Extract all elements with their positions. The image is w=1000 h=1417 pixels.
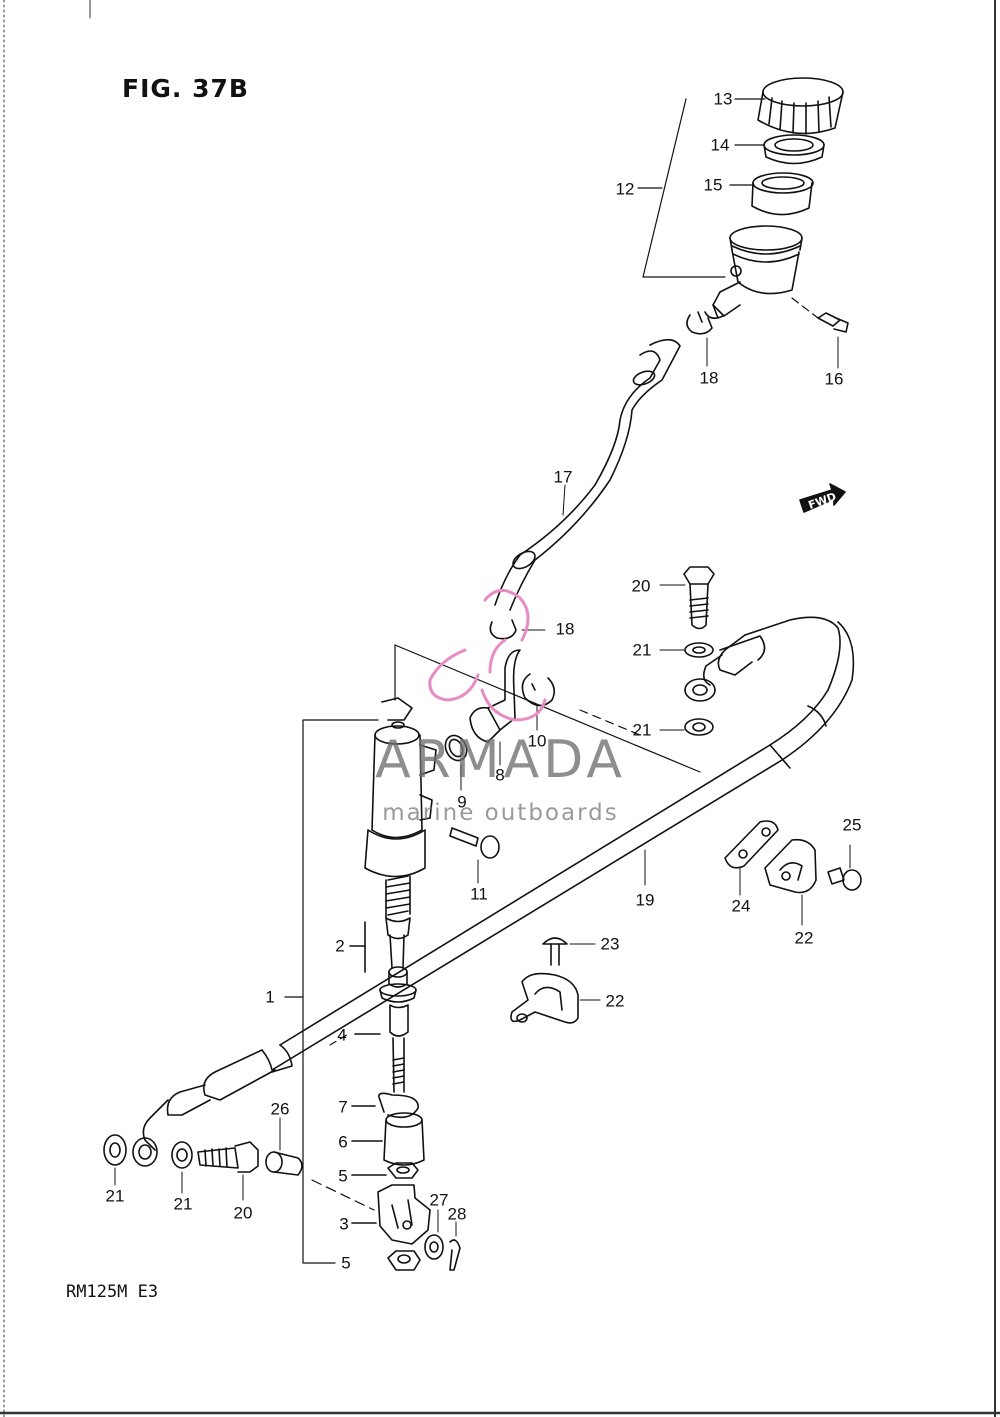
screw-23	[542, 937, 596, 966]
reservoir-body-12	[704, 225, 803, 320]
washer-21-left-a	[103, 1134, 127, 1186]
washer-21-right-lower	[659, 718, 714, 736]
callout-21-left-a: 21	[105, 1186, 125, 1206]
callout-9: 9	[457, 792, 467, 812]
reservoir-hose-17	[494, 338, 681, 611]
circlip-7	[351, 1092, 419, 1119]
screw-25	[827, 844, 862, 891]
model-code: RM125M E3	[66, 1282, 159, 1302]
cup-seal	[379, 966, 417, 1003]
callout-26: 26	[270, 1099, 290, 1119]
callout-21-right-upper: 21	[632, 640, 652, 660]
callout-12: 12	[615, 179, 635, 199]
master-cylinder-outline-bracket	[284, 644, 701, 1264]
piston-2	[349, 917, 411, 973]
diaphragm-15	[751, 172, 814, 216]
hose-guide-22-right	[764, 838, 817, 926]
callout-6: 6	[338, 1132, 348, 1152]
fwd-arrow: FWD	[799, 483, 846, 513]
callout-21-right-lower: 21	[632, 720, 652, 740]
callout-13: 13	[713, 89, 733, 109]
callout-17: 17	[553, 467, 573, 487]
watermark-logo-mark	[428, 589, 547, 722]
clevis-pin-26	[265, 1117, 303, 1176]
callout-15: 15	[703, 175, 723, 195]
callout-4: 4	[337, 1025, 347, 1045]
brake-hose-19	[132, 616, 855, 1167]
callout-14: 14	[710, 135, 730, 155]
cotter-pin-28	[449, 1221, 461, 1271]
hose-guide-22-center	[510, 972, 601, 1024]
callout-24: 24	[731, 896, 751, 916]
union-bolt-20-upper	[659, 566, 715, 630]
callout-3: 3	[339, 1214, 349, 1234]
push-rod-4	[354, 1004, 409, 1093]
watermark-tagline: marine outboards	[382, 800, 619, 826]
hose-clamp-18-lower	[489, 619, 546, 640]
washer-21-left-b	[171, 1141, 193, 1194]
reservoir-bracket-lines	[637, 98, 819, 319]
callout-28: 28	[447, 1204, 467, 1224]
callout-2: 2	[335, 936, 345, 956]
washer-27	[424, 1209, 444, 1260]
hose-clamp-18-upper	[686, 311, 713, 367]
callout-20-upper: 20	[631, 576, 651, 596]
callout-11: 11	[470, 884, 488, 904]
nut-5-lower	[387, 1250, 421, 1271]
o-ring-9	[444, 734, 468, 791]
callout-19: 19	[635, 890, 655, 910]
nut-5-upper	[351, 1162, 419, 1179]
callout-21-left-b: 21	[173, 1194, 193, 1214]
callout-20-lower: 20	[233, 1203, 253, 1223]
callout-5-lower: 5	[341, 1253, 351, 1273]
callout-22-right: 22	[794, 928, 814, 948]
spring	[385, 875, 411, 919]
callout-16: 16	[824, 369, 844, 389]
callout-22-center: 22	[605, 991, 625, 1011]
union-fitting-8	[469, 649, 521, 766]
diaphragm-plate-14	[763, 134, 825, 165]
callout-23: 23	[600, 934, 620, 954]
master-cylinder-body-1	[364, 697, 437, 878]
watermark-brand: ARMADA	[375, 730, 626, 790]
union-bolt-20-lower	[197, 1141, 259, 1201]
callout-5-upper: 5	[338, 1166, 348, 1186]
callout-8: 8	[495, 765, 505, 785]
clevis-3	[311, 1179, 431, 1245]
boot-6	[351, 1112, 425, 1166]
callout-7: 7	[338, 1097, 348, 1117]
callout-18-upper: 18	[699, 368, 719, 388]
callout-1: 1	[265, 987, 275, 1007]
bolt-16	[817, 312, 849, 369]
callout-10: 10	[527, 731, 547, 751]
hose-guide-plate-24	[724, 820, 779, 896]
figure-title: FIG. 37B	[122, 74, 249, 103]
fwd-label: FWD	[807, 490, 838, 512]
callout-27: 27	[429, 1190, 449, 1210]
washer-21-right-upper	[659, 642, 714, 658]
reservoir-cap-13	[757, 77, 844, 135]
mounting-screw-11	[449, 827, 500, 884]
callout-18-lower: 18	[555, 619, 575, 639]
circlip-10	[521, 673, 556, 731]
callout-25: 25	[842, 815, 862, 835]
